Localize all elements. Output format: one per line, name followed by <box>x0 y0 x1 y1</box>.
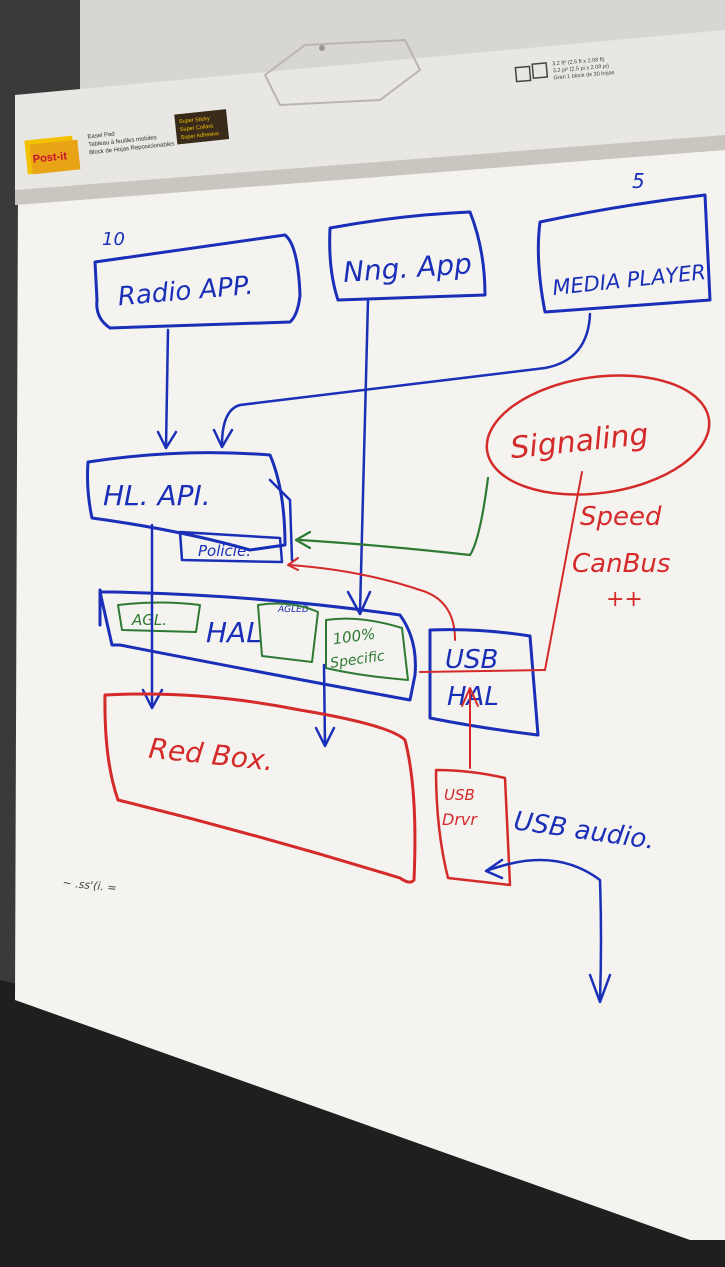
speed-label: Speed <box>580 502 662 532</box>
pad-header-edge <box>15 135 725 205</box>
plusplus-label: ++ <box>606 587 643 612</box>
usb-driver-label-2: Drvr <box>442 810 478 829</box>
policies-box <box>178 530 284 564</box>
size-line-2: 3.2 pi² (2.5 pi x 2.08 pi) <box>553 64 610 75</box>
sticker-line-1: Super Sticky <box>179 116 211 125</box>
arrow-head <box>156 430 178 450</box>
arrow-usb-audio-to-driver <box>486 858 603 1002</box>
hal-label: HAL <box>206 616 262 649</box>
policies-label: Policie. <box>198 542 251 560</box>
hl-api-label: HL. API. <box>103 479 211 512</box>
sticker-line-2: Super Collant <box>180 124 214 133</box>
agl-box <box>117 601 201 633</box>
size-label: 3.2 ft² (2.5 ft x 2.08 ft) 3.2 pi² (2.5 … <box>514 57 615 83</box>
arrow-head <box>314 726 336 748</box>
specific-label-2: Specific <box>329 648 386 672</box>
paper-sheet <box>15 140 725 1240</box>
product-line-1: Easel Pad <box>87 132 115 141</box>
arrow-head <box>141 688 164 710</box>
arrow-head <box>588 973 612 1004</box>
hl-api-right-edge <box>268 478 294 562</box>
agl-label: AGL. <box>131 611 167 629</box>
size-line-1: 3.2 ft² (2.5 ft x 2.08 ft) <box>552 57 605 68</box>
arrow-head <box>346 590 372 616</box>
nav-app-box <box>328 210 487 302</box>
usb-driver-label-1: USB <box>444 786 475 804</box>
arrow-radio-to-hlapi <box>164 328 170 450</box>
specific-label-1: 100% <box>331 625 376 649</box>
page-number-mark: 10 <box>102 229 125 250</box>
canbus-label: CanBus <box>572 549 670 579</box>
arrow-head <box>461 687 479 707</box>
green-arrow-to-policies <box>298 476 490 557</box>
red-line-usbhal-to-policies <box>289 564 456 641</box>
arrow-head <box>212 428 234 449</box>
hal-layer-box <box>98 590 417 702</box>
size-line-3: Gran 1 block de 30 hojas <box>553 70 615 81</box>
arrow-specific-to-redbox <box>322 663 327 747</box>
usb-hal-box <box>428 628 540 737</box>
arrow-nav-to-specific <box>358 298 370 614</box>
radio-app-box <box>93 233 302 330</box>
arrow-head <box>484 858 504 880</box>
brand-text: Post-it <box>32 150 68 166</box>
size-icon-b <box>531 62 549 79</box>
red-line-signaling-to-usbhal <box>544 471 583 671</box>
arrow-head <box>294 530 312 550</box>
media-player-box <box>536 193 712 314</box>
agl-hal-green-box <box>257 602 319 663</box>
pad-handle-cutout <box>263 38 422 107</box>
post-it-logo: Post-it <box>24 135 81 175</box>
hal-sup-label: AGLED <box>277 605 309 615</box>
scribble-note: ~ .ss'(i. = <box>62 876 117 895</box>
size-icon-a <box>514 65 532 83</box>
hl-api-box <box>86 451 287 552</box>
arrow-head <box>287 557 299 571</box>
red-box <box>103 692 417 884</box>
specific-box <box>325 617 409 681</box>
signaling-ellipse <box>485 374 711 496</box>
usb-driver-box <box>434 768 512 887</box>
sticker-line-3: Super Adhesivo <box>180 131 219 141</box>
red-line-through-usbhal <box>419 669 546 673</box>
corner-mark: 5 <box>632 169 645 193</box>
pad-hole <box>319 45 325 51</box>
arrow-media-to-hlapi <box>220 312 592 447</box>
super-sticky-badge: Super Sticky Super Collant Super Adhesiv… <box>174 109 230 145</box>
